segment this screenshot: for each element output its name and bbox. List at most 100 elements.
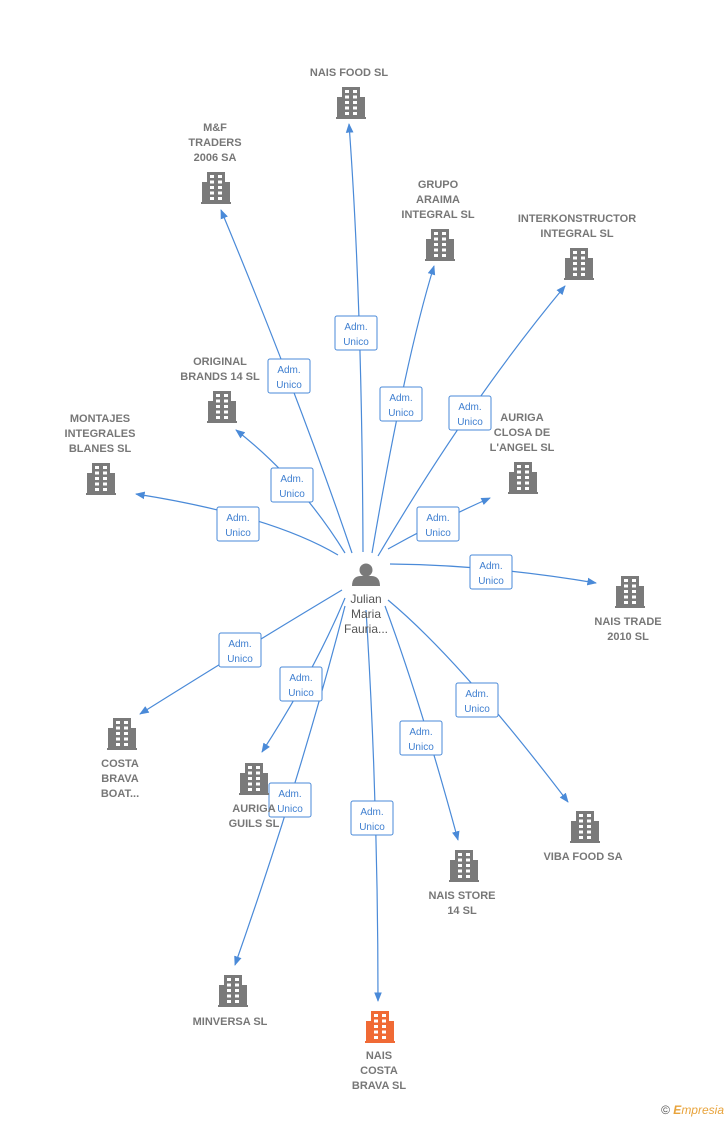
company-label: BOAT... <box>101 788 139 800</box>
relation-badge-text: Unico <box>227 654 253 665</box>
company-label: TRADERS <box>188 137 241 149</box>
company-label: AURIGA <box>500 412 543 424</box>
company-label: MONTAJES <box>70 413 130 425</box>
company-label: GUILS SL <box>229 818 280 830</box>
relation-badge-text: Adm. <box>458 402 481 413</box>
company-label: BRANDS 14 SL <box>180 371 260 383</box>
company-label: MINVERSA SL <box>193 1016 268 1028</box>
relation-badge-text: Adm. <box>344 322 367 333</box>
relation-badge-auriga-closa-de-langel-sl[interactable]: Adm. Unico <box>416 506 460 542</box>
center-person[interactable]: JulianMariaFauria... <box>344 563 388 637</box>
relation-badge-text: Adm. <box>389 393 412 404</box>
building-icon <box>107 718 137 750</box>
company-label: INTEGRAL SL <box>540 228 613 240</box>
relation-badge-auriga-guils-sl[interactable]: Adm. Unico <box>279 666 323 702</box>
relation-badge-viba-food-sa[interactable]: Adm. Unico <box>455 682 499 718</box>
relation-badge-montajes-integrales-blanes-sl[interactable]: Adm.Unico <box>216 506 260 542</box>
company-label: NAIS STORE <box>428 890 495 902</box>
edge-viba-food-sa <box>387 599 569 803</box>
relation-badge-nais-costa-brava-sl[interactable]: Adm.Unico <box>350 800 394 836</box>
relation-badge-text: Unico <box>277 804 303 815</box>
relation-badge-box <box>279 666 323 702</box>
company-node-nais-food-sl[interactable]: NAIS FOOD SL <box>310 67 389 119</box>
relation-badge-text: Unico <box>276 380 302 391</box>
company-node-viba-food-sa[interactable]: VIBA FOOD SA <box>543 811 623 863</box>
company-label: GRUPO <box>418 179 459 191</box>
person-name-label: Maria <box>351 607 381 621</box>
relation-badge-box <box>469 554 513 590</box>
company-label: COSTA <box>101 758 139 770</box>
company-label: M&F <box>203 122 227 134</box>
building-icon <box>449 850 479 882</box>
company-node-mf-traders-2006-sa[interactable]: M&F TRADERS 2006 SA <box>188 122 242 204</box>
relation-badge-text: Adm. <box>360 807 383 818</box>
building-icon <box>239 763 269 795</box>
company-label: INTEGRAL SL <box>401 209 474 221</box>
relation-badge-text: Adm. <box>426 513 449 524</box>
copyright-symbol: © <box>661 1103 670 1117</box>
relation-badge-box <box>399 720 443 756</box>
relation-badge-box <box>379 386 423 422</box>
company-node-nais-store-14-sl[interactable]: NAIS STORE 14 SL <box>428 850 496 917</box>
footer-credit: © Empresia <box>661 1103 724 1117</box>
relation-badge-text: Unico <box>388 408 414 419</box>
relation-badge-text: Adm. <box>226 513 249 524</box>
relation-badge-text: Unico <box>478 576 504 587</box>
brand-logo[interactable]: Empresia <box>673 1103 724 1117</box>
company-label: 14 SL <box>447 905 477 917</box>
company-node-grupo-araima-integral-sl[interactable]: GRUPO ARAIMA INTEGRAL SL <box>401 179 475 261</box>
relation-badge-box <box>270 467 314 503</box>
relation-badge-text: Adm. <box>479 561 502 572</box>
person-name-label: Fauria... <box>344 622 388 636</box>
company-node-original-brands-14-sl[interactable]: ORIGINAL BRANDS 14 SL <box>180 356 260 423</box>
company-label: CLOSA DE <box>494 427 550 439</box>
relation-badge-nais-store-14-sl[interactable]: Adm.Unico <box>399 720 443 756</box>
relation-badge-box <box>267 358 311 394</box>
company-node-minversa-sl[interactable]: MINVERSA SL <box>193 975 268 1028</box>
relation-badge-text: Adm. <box>465 689 488 700</box>
relation-badge-nais-trade-2010-sl[interactable]: Adm. Unico <box>469 554 513 590</box>
relation-badge-text: Adm. <box>228 639 251 650</box>
relation-badge-grupo-araima-integral-sl[interactable]: Adm. Unico <box>379 386 423 422</box>
relation-badge-box <box>334 315 378 351</box>
relation-badge-interkonstructor-integral-sl[interactable]: Adm. Unico <box>448 395 492 431</box>
relation-badge-costa-brava-boat[interactable]: Adm. Unico <box>218 632 262 668</box>
company-label: ORIGINAL <box>193 356 247 368</box>
relation-badge-text: Unico <box>457 417 483 428</box>
building-icon <box>425 229 455 261</box>
building-icon <box>207 391 237 423</box>
building-icon <box>508 462 538 494</box>
person-icon <box>352 563 380 586</box>
relation-badge-box <box>350 800 394 836</box>
company-node-costa-brava-boat[interactable]: COSTABRAVABOAT... <box>101 718 139 800</box>
relation-badge-text: Adm. <box>278 789 301 800</box>
building-icon <box>564 248 594 280</box>
company-label: 2006 SA <box>194 152 237 164</box>
relation-badge-text: Unico <box>408 742 434 753</box>
company-label: COSTA <box>360 1065 398 1077</box>
relation-badge-original-brands-14-sl[interactable]: Adm.Unico <box>270 467 314 503</box>
relation-badge-text: Unico <box>425 528 451 539</box>
person-name-label: Julian <box>350 592 381 606</box>
company-label: NAIS <box>366 1050 392 1062</box>
company-label: ARAIMA <box>416 194 460 206</box>
relation-badge-mf-traders-2006-sa[interactable]: Adm. Unico <box>267 358 311 394</box>
building-icon <box>218 975 248 1007</box>
relation-badge-box <box>416 506 460 542</box>
relation-badge-text: Unico <box>288 688 314 699</box>
relation-badge-text: Adm. <box>277 365 300 376</box>
relation-badge-box <box>268 782 312 818</box>
building-icon <box>615 576 645 608</box>
relation-badge-text: Unico <box>464 704 490 715</box>
relation-badge-minversa-sl[interactable]: Adm. Unico <box>268 782 312 818</box>
relation-badge-text: Adm. <box>289 673 312 684</box>
relation-badge-text: Unico <box>343 337 369 348</box>
relation-badge-nais-food-sl[interactable]: Adm. Unico <box>334 315 378 351</box>
